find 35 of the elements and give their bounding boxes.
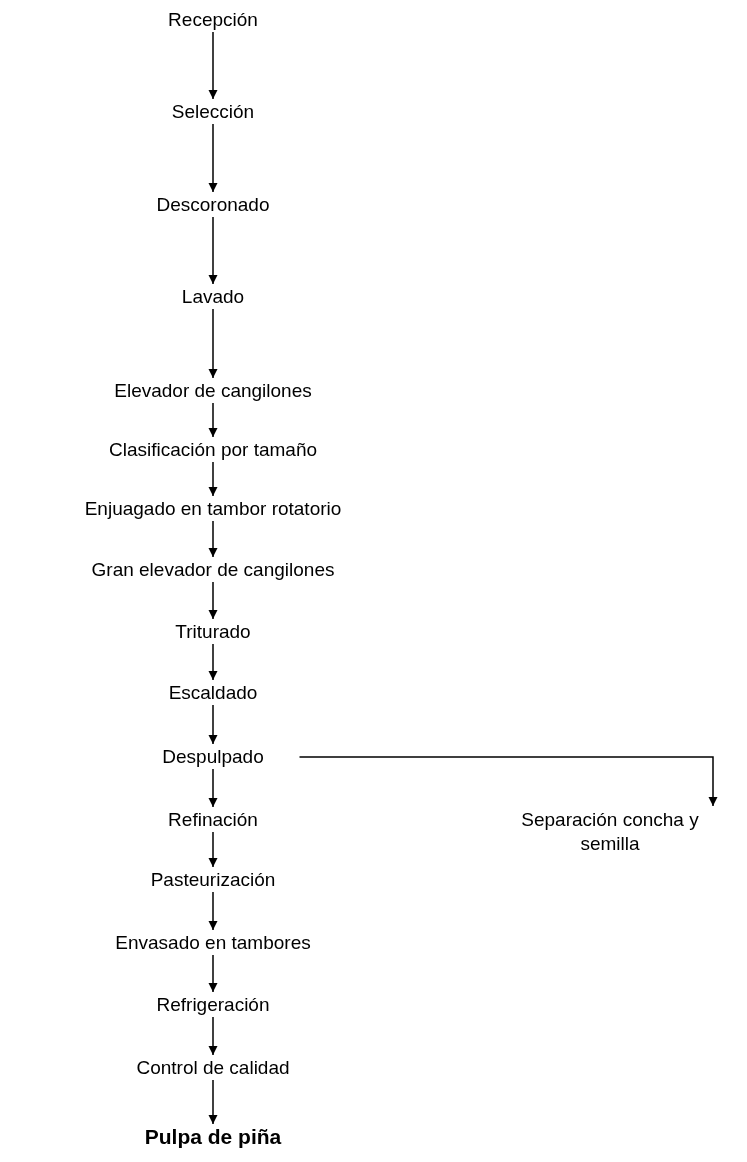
arrow bbox=[208, 643, 218, 681]
arrow bbox=[208, 402, 218, 438]
process-step: Gran elevador de cangilones bbox=[91, 558, 335, 582]
process-step: Descoronado bbox=[156, 193, 270, 217]
arrow bbox=[208, 891, 218, 931]
arrow bbox=[208, 1079, 218, 1125]
process-step: Pasteurización bbox=[150, 868, 276, 892]
process-step: Selección bbox=[171, 100, 255, 124]
product-label: Pulpa de piña bbox=[144, 1125, 282, 1149]
arrow bbox=[208, 520, 218, 558]
arrow bbox=[208, 1016, 218, 1056]
arrow bbox=[208, 954, 218, 993]
arrow bbox=[208, 768, 218, 808]
process-step: Lavado bbox=[181, 285, 245, 309]
process-step: Separación concha y semilla bbox=[490, 808, 730, 856]
process-step: Elevador de cangilones bbox=[114, 379, 312, 403]
process-step: Despulpado bbox=[162, 745, 264, 769]
arrow bbox=[208, 704, 218, 745]
arrow bbox=[208, 216, 218, 285]
arrow bbox=[208, 461, 218, 497]
arrow bbox=[208, 831, 218, 868]
process-step: Refinación bbox=[168, 808, 258, 832]
process-step: Clasificación por tamaño bbox=[109, 438, 317, 462]
arrow bbox=[208, 581, 218, 620]
arrow bbox=[208, 123, 218, 193]
arrow bbox=[208, 31, 218, 100]
process-step: Recepción bbox=[168, 8, 258, 32]
process-step: Triturado bbox=[175, 620, 251, 644]
process-step: Control de calidad bbox=[136, 1056, 290, 1080]
process-step: Escaldado bbox=[168, 681, 258, 705]
process-step: Envasado en tambores bbox=[115, 931, 311, 955]
process-step: Refrigeración bbox=[156, 993, 270, 1017]
arrow bbox=[298, 756, 718, 807]
arrow bbox=[208, 308, 218, 379]
process-step: Enjuagado en tambor rotatorio bbox=[84, 497, 342, 521]
